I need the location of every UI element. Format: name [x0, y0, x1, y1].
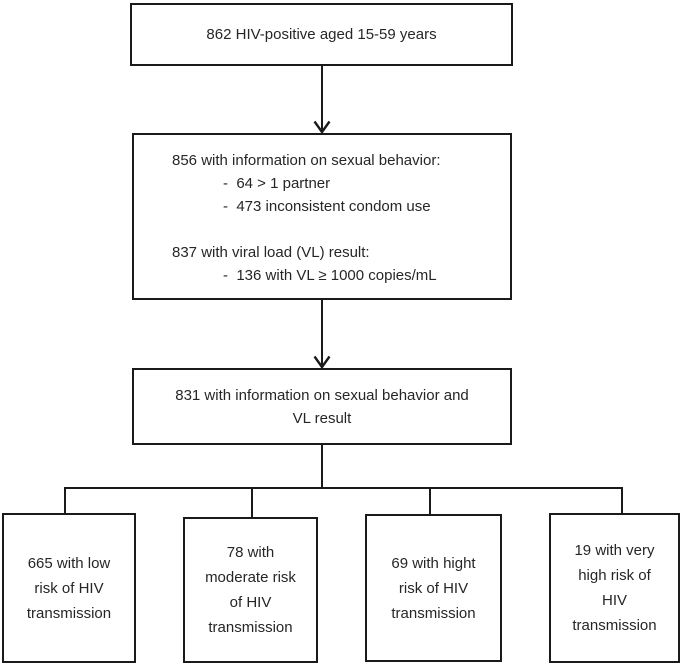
- box-sexual-behavior-info: 856 with information on sexual behavior:…: [132, 133, 512, 300]
- box-very-high-risk: 19 with very high risk of HIV transmissi…: [549, 513, 680, 663]
- blank-line: [134, 218, 510, 241]
- box-total-population: 862 HIV-positive aged 15-59 years: [130, 3, 513, 66]
- condom-use-bullet: - 473 inconsistent condom use: [223, 198, 431, 215]
- box-combined-info: 831 with information on sexual behavior …: [132, 368, 512, 445]
- arrow-down-2: [313, 300, 331, 370]
- viral-load-count-line: 837 with viral load (VL) result:: [172, 244, 370, 261]
- box-high-risk: 69 with hight risk of HIV transmission: [365, 514, 502, 662]
- viral-load-bullet: - 136 with VL ≥ 1000 copies/mL: [223, 267, 437, 284]
- box-moderate-risk: 78 with moderate risk of HIV transmissio…: [183, 517, 318, 663]
- arrow-down-1: [313, 65, 331, 135]
- box-low-risk: 665 with low risk of HIV transmission: [2, 513, 136, 663]
- behavior-count-line: 856 with information on sexual behavior:: [172, 152, 441, 169]
- branch-connector: [64, 445, 623, 518]
- partner-bullet: - 64 > 1 partner: [223, 175, 331, 192]
